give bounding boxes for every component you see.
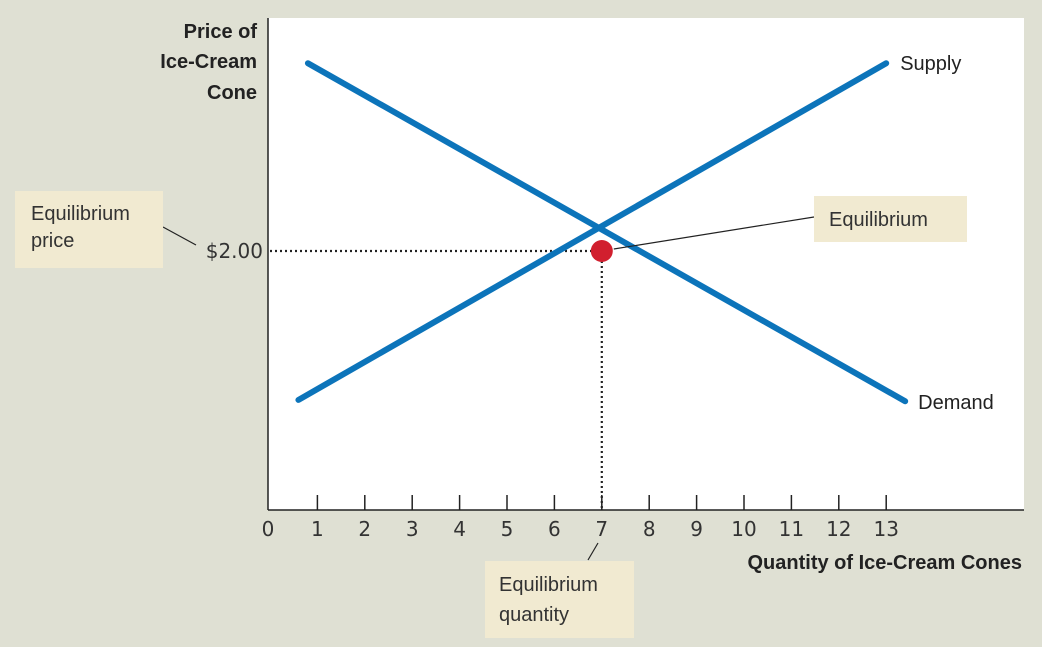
equilibrium-quantity-label-line-1: Equilibrium xyxy=(499,574,598,596)
x-tick-label: 8 xyxy=(643,517,656,541)
x-tick-label: 12 xyxy=(826,517,851,541)
equilibrium-quantity-box xyxy=(485,561,634,638)
y-axis-title-line-2: Ice-Cream xyxy=(160,51,257,73)
supply-curve xyxy=(295,60,890,403)
equilibrium-price-box xyxy=(15,191,163,268)
x-tick-label: 10 xyxy=(731,517,756,541)
y-tick-label: $2.00 xyxy=(206,239,263,263)
y-axis-title-line-1: Price of xyxy=(184,21,258,43)
x-tick-label: 4 xyxy=(453,517,466,541)
equilibrium-quantity-label-line-2: quantity xyxy=(499,604,569,626)
x-tick-label: 2 xyxy=(358,517,371,541)
equilibrium-label: Equilibrium xyxy=(829,209,928,231)
x-axis-title: Quantity of Ice-Cream Cones xyxy=(747,552,1022,574)
x-tick-label: 5 xyxy=(501,517,514,541)
x-tick-label: 0 xyxy=(262,517,275,541)
x-tick-label: 1 xyxy=(311,517,324,541)
equilibrium-price-label-line-1: Equilibrium xyxy=(31,203,130,225)
demand-curve xyxy=(304,60,909,405)
equilibrium-guides xyxy=(270,249,603,510)
x-tick-label: 9 xyxy=(690,517,703,541)
x-tick-label: 13 xyxy=(873,517,898,541)
callouts: EquilibriumpriceEquilibriumEquilibriumqu… xyxy=(15,191,967,638)
x-tick-label: 3 xyxy=(406,517,419,541)
equilibrium-price-leader xyxy=(162,226,197,246)
x-tick-label: 7 xyxy=(595,517,608,541)
equilibrium-quantity-leader xyxy=(587,542,599,561)
x-tick-label: 6 xyxy=(548,517,561,541)
y-axis-tick-labels: $2.00 xyxy=(206,239,263,263)
equilibrium-box xyxy=(814,196,967,242)
demand-label: Demand xyxy=(918,392,994,414)
supply-label: Supply xyxy=(900,53,961,75)
equilibrium-leader xyxy=(613,216,815,250)
plot-area xyxy=(268,18,1024,510)
y-axis-title-line-3: Cone xyxy=(207,82,257,104)
x-tick-label: 11 xyxy=(779,517,804,541)
equilibrium-point xyxy=(590,240,613,262)
equilibrium-price-label-line-2: price xyxy=(31,230,74,252)
